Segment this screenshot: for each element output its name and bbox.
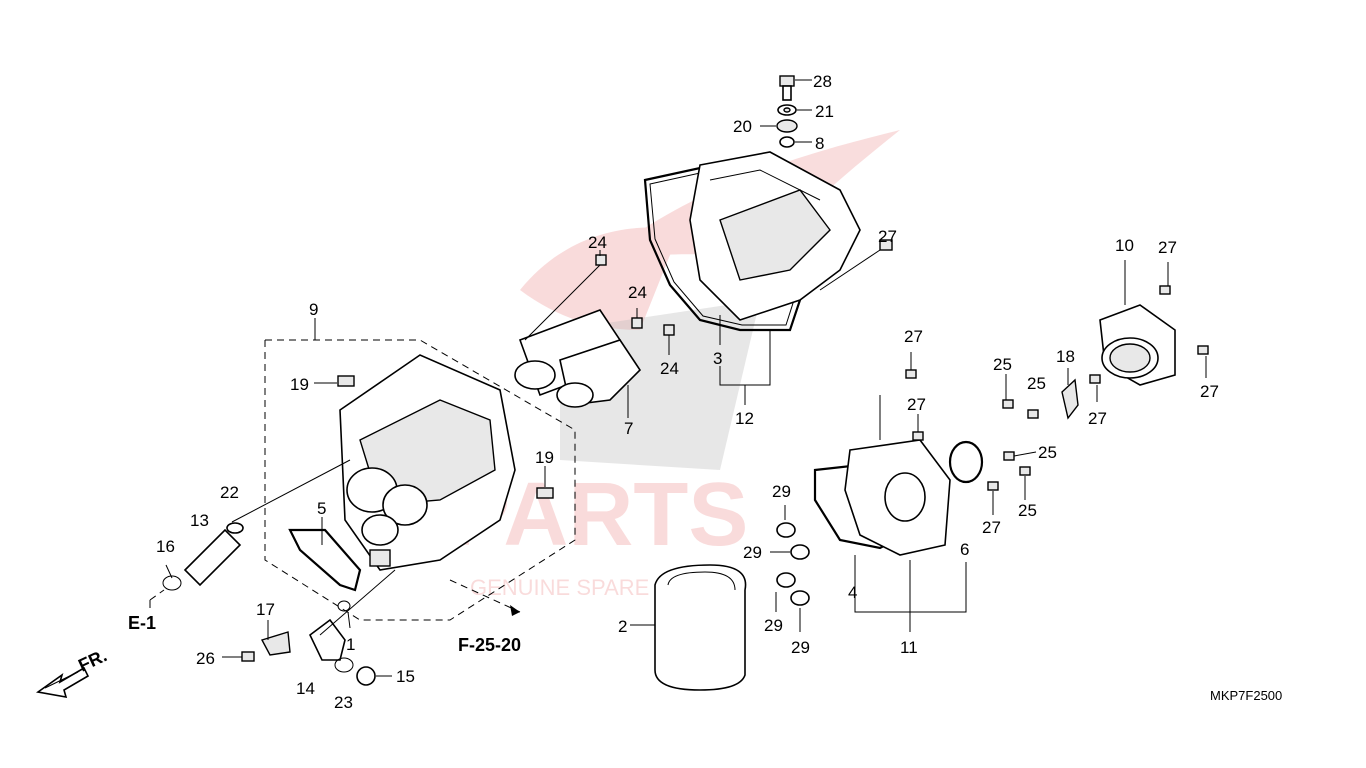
label-21: 21	[815, 102, 834, 121]
label-19-a: 19	[290, 375, 309, 394]
label-13: 13	[190, 511, 209, 530]
label-18: 18	[1056, 347, 1075, 366]
label-23: 23	[334, 693, 353, 712]
ref-f2520: F-25-20	[458, 635, 521, 655]
bracket-18	[1061, 378, 1079, 420]
screw-24-b	[631, 308, 643, 329]
label-26: 26	[196, 649, 215, 668]
label-2: 2	[618, 617, 627, 636]
o-ring-6	[948, 440, 984, 484]
label-27-c: 27	[907, 395, 926, 414]
label-15: 15	[396, 667, 415, 686]
label-25-a: 25	[993, 355, 1012, 374]
label-29-b: 29	[743, 543, 762, 562]
label-14: 14	[296, 679, 315, 698]
air-filter-2	[630, 564, 747, 691]
bolts-27-25	[905, 352, 1039, 515]
bolt-27-case	[819, 239, 893, 291]
ref-arrow-f2520	[449, 579, 521, 616]
label-22: 22	[220, 483, 239, 502]
drain-tube-13	[183, 459, 351, 587]
label-8: 8	[815, 134, 824, 153]
label-25-b: 25	[1027, 374, 1046, 393]
screw-24-a	[524, 250, 607, 341]
tube-14	[308, 569, 396, 661]
collar-8	[779, 136, 812, 148]
label-29-a: 29	[772, 482, 791, 501]
label-1: 1	[346, 635, 355, 654]
label-9: 9	[309, 300, 318, 319]
label-3: 3	[713, 349, 722, 368]
ref-e1: E-1	[128, 613, 156, 633]
label-12: 12	[735, 409, 754, 428]
label-27-d: 27	[982, 518, 1001, 537]
main-housing-9	[264, 318, 576, 621]
label-11: 11	[900, 638, 918, 657]
label-10: 10	[1115, 236, 1134, 255]
label-27-b: 27	[904, 327, 923, 346]
label-25-c: 25	[1038, 443, 1057, 462]
screw-24-c	[663, 324, 675, 355]
label-28: 28	[813, 72, 832, 91]
label-5: 5	[317, 499, 326, 518]
cap-15	[356, 666, 376, 686]
label-24-a: 24	[588, 233, 607, 252]
label-17: 17	[256, 600, 275, 619]
upper-case-12	[689, 151, 861, 321]
label-27-f: 27	[1158, 238, 1177, 257]
label-24-b: 24	[628, 283, 647, 302]
label-27-g: 27	[1200, 382, 1219, 401]
label-tag-19-a	[337, 375, 355, 387]
label-29-d: 29	[791, 638, 810, 657]
label-19-b: 19	[535, 448, 554, 467]
top-bolt-28	[779, 75, 812, 101]
label-25-d: 25	[1018, 501, 1037, 520]
label-4: 4	[848, 583, 857, 602]
label-27-e: 27	[1088, 409, 1107, 428]
label-16: 16	[156, 537, 175, 556]
clamp-1	[337, 600, 351, 612]
bolt-27-bracket	[1089, 374, 1101, 384]
label-7: 7	[624, 419, 633, 438]
label-tag-19-b	[536, 487, 554, 499]
clamp-16	[162, 575, 182, 591]
bracket-17	[260, 620, 291, 656]
label-24-c: 24	[660, 359, 679, 378]
label-29-c: 29	[764, 616, 783, 635]
clamp-23	[334, 657, 354, 673]
label-6: 6	[960, 540, 969, 559]
air-funnel-7	[514, 309, 642, 418]
bolt-26	[222, 651, 255, 662]
label-27-case: 27	[878, 227, 897, 246]
collars-29	[770, 505, 810, 632]
washer-21	[777, 104, 812, 116]
lower-case-11	[813, 395, 984, 632]
seal-5	[288, 528, 362, 592]
front-direction-arrow	[35, 666, 90, 699]
diagram-code: MKP7F2500	[1210, 688, 1282, 703]
grommet-20	[760, 119, 798, 133]
label-20: 20	[733, 117, 752, 136]
snorkel-cover-10	[1099, 260, 1209, 386]
